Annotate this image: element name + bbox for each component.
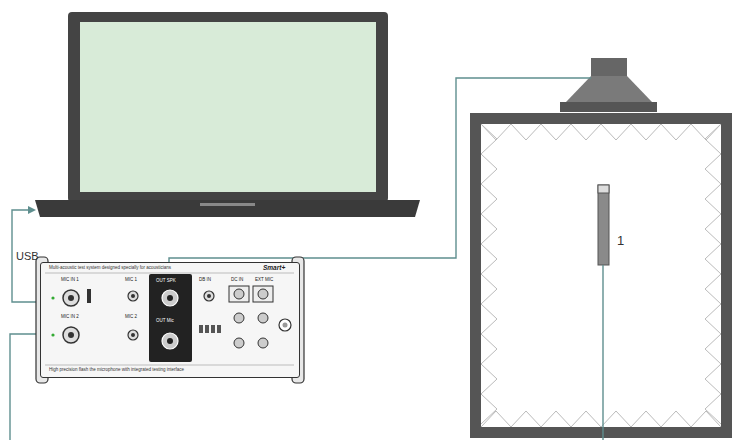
laptop-notch <box>200 203 255 206</box>
foam-wedge <box>601 124 631 140</box>
jack-label: DB IN <box>199 278 211 283</box>
interface-face <box>40 262 300 378</box>
foam-wedges <box>481 124 721 427</box>
microphone <box>598 185 609 265</box>
usb-arrowhead <box>28 206 36 214</box>
foam-wedge <box>661 124 691 140</box>
foam-wedge <box>571 411 601 427</box>
foam-wedge <box>705 274 721 304</box>
foam-wedge <box>705 394 721 424</box>
speaker-magnet <box>591 58 627 76</box>
foam-wedge <box>511 411 541 427</box>
foam-wedge <box>481 184 497 214</box>
jack-label: MIC 1 <box>125 278 137 283</box>
speaker-cone <box>566 76 652 102</box>
laptop-base <box>35 200 420 217</box>
foam-wedge <box>705 364 721 394</box>
foam-wedge <box>481 411 511 427</box>
foam-wedge <box>601 411 631 427</box>
foam-wedge <box>705 184 721 214</box>
mic-cable <box>602 265 603 440</box>
foam-wedge <box>481 394 497 424</box>
callout-number: 1 <box>617 234 624 247</box>
chamber-wall <box>470 113 732 438</box>
audio-interface: Multi-acoustic test system designed spec… <box>40 262 300 378</box>
foam-wedge <box>571 124 601 140</box>
microphone-capsule <box>598 185 609 193</box>
speaker-cable <box>169 78 591 290</box>
foam-wedge <box>481 244 497 274</box>
foam-wedge <box>511 124 541 140</box>
jack-label: MIC IN 2 <box>61 315 79 320</box>
panel-title: Multi-acoustic test system designed spec… <box>49 266 171 271</box>
foam-wedge <box>705 244 721 274</box>
connector-label: DC IN <box>231 278 243 283</box>
laptop-screen <box>80 22 376 192</box>
speaker-plate <box>560 102 657 112</box>
foam-wedge <box>705 154 721 184</box>
jack-label: MIC IN 1 <box>61 278 79 283</box>
foam-wedge <box>481 334 497 364</box>
foam-wedge <box>631 411 661 427</box>
panel-footer: High precision flash the microphone with… <box>49 368 184 373</box>
foam-wedge <box>691 411 721 427</box>
foam-wedge <box>541 124 571 140</box>
connector-label: EXT MIC <box>255 278 273 283</box>
laptop-frame <box>68 12 388 202</box>
jack-label: OUT SPK <box>156 279 176 284</box>
foam-wedge <box>631 124 661 140</box>
foam-wedge <box>481 364 497 394</box>
brand-name: Smart+ <box>263 265 285 272</box>
jack-label: OUT Mic <box>156 319 174 324</box>
foam-wedge <box>661 411 691 427</box>
foam-wedge <box>481 154 497 184</box>
foam-wedge <box>705 304 721 334</box>
foam-wedge <box>481 304 497 334</box>
foam-wedge <box>705 124 721 154</box>
foam-wedge <box>481 124 497 154</box>
foam-wedge <box>705 334 721 364</box>
cable-label: USB <box>16 251 39 262</box>
chamber-interior <box>481 124 721 427</box>
foam-wedge <box>705 214 721 244</box>
foam-wedge <box>481 274 497 304</box>
foam-wedge <box>541 411 571 427</box>
wires <box>10 78 603 440</box>
foam-wedge <box>481 214 497 244</box>
jack-label: MIC 2 <box>125 315 137 320</box>
